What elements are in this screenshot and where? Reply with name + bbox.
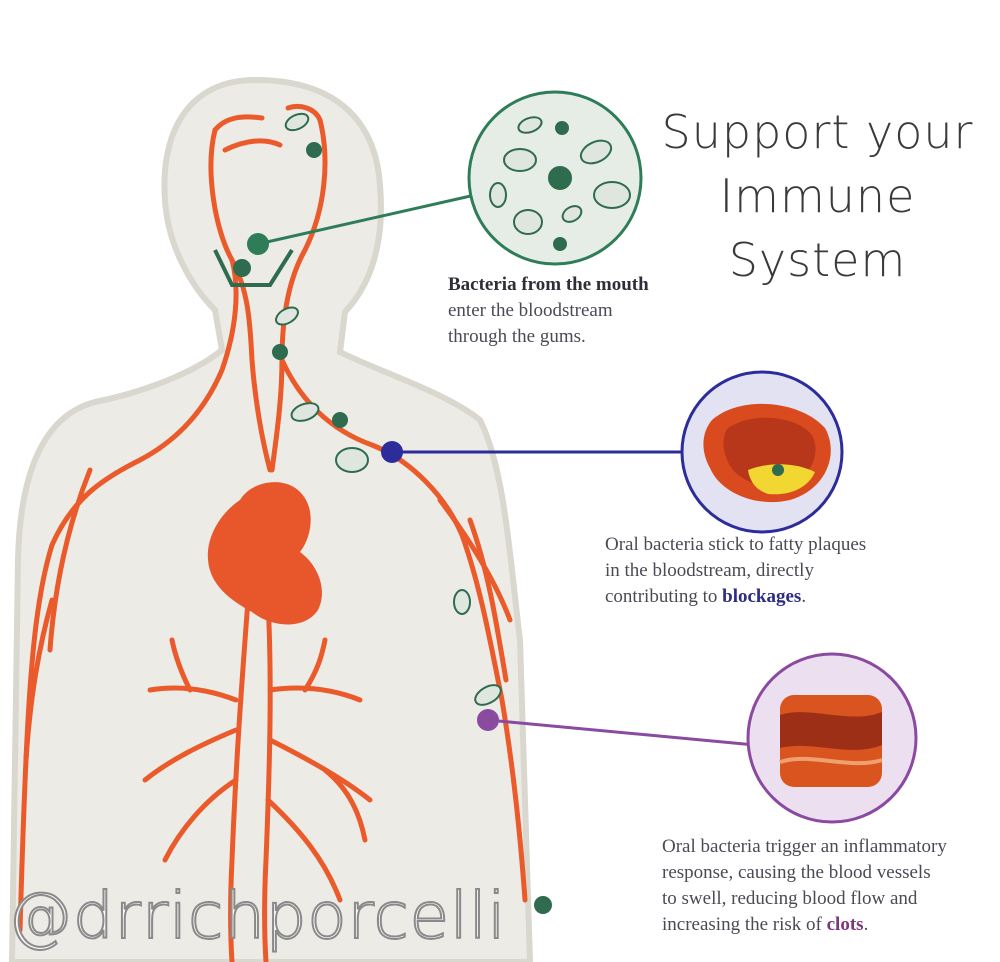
callout-plaques-text: Oral bacteria stick to fatty plaques in … (605, 532, 935, 610)
callout-clots-emphasis: clots (826, 914, 864, 935)
dot-plaques (381, 441, 403, 463)
inset-plaque-circle (680, 370, 844, 534)
body-bacteria (233, 112, 552, 914)
callout-mouth-line-1: enter the bloodstream (448, 300, 613, 321)
dot-mouth (247, 233, 269, 255)
callout-plaques-line-1: Oral bacteria stick to fatty plaques (605, 534, 867, 555)
page-title: Support your Immune System (640, 100, 995, 292)
dot-clots (477, 709, 499, 731)
connector-clots (487, 718, 756, 747)
callout-clots-text: Oral bacteria trigger an inflammatory re… (662, 834, 1000, 938)
title-line-2: Immune System (719, 169, 916, 287)
callout-clots-line-2: response, causing the blood vessels (662, 862, 931, 883)
title-line-1: Support your (661, 105, 974, 159)
heart-shape (207, 482, 322, 625)
artery-network (17, 104, 528, 962)
callout-plaques-line-3: contributing to (605, 586, 723, 607)
callout-plaques-line-2: in the bloodstream, directly (605, 560, 814, 581)
callout-clots-end: . (863, 914, 869, 935)
mouth-marker-lines (213, 248, 294, 287)
callout-clots-line-1: Oral bacteria trigger an inflammatory (662, 836, 947, 857)
connector-mouth (257, 193, 476, 246)
callout-plaques-emphasis: blockages (722, 586, 802, 607)
callout-mouth-line-2: through the gums. (448, 326, 586, 347)
callout-mouth-text: Bacteria from the mouth enter the bloods… (448, 272, 748, 350)
watermark-handle: @drrichporcelli (7, 879, 507, 955)
inset-bacteria-circle (467, 90, 643, 266)
callout-clots-line-3: to swell, reducing blood flow and (662, 888, 918, 909)
callout-mouth-bold: Bacteria from the mouth (448, 274, 649, 295)
inset-vessel-circle (746, 652, 918, 824)
callout-clots-line-4: increasing the risk of (662, 914, 827, 935)
callout-plaques-end: . (801, 586, 807, 607)
